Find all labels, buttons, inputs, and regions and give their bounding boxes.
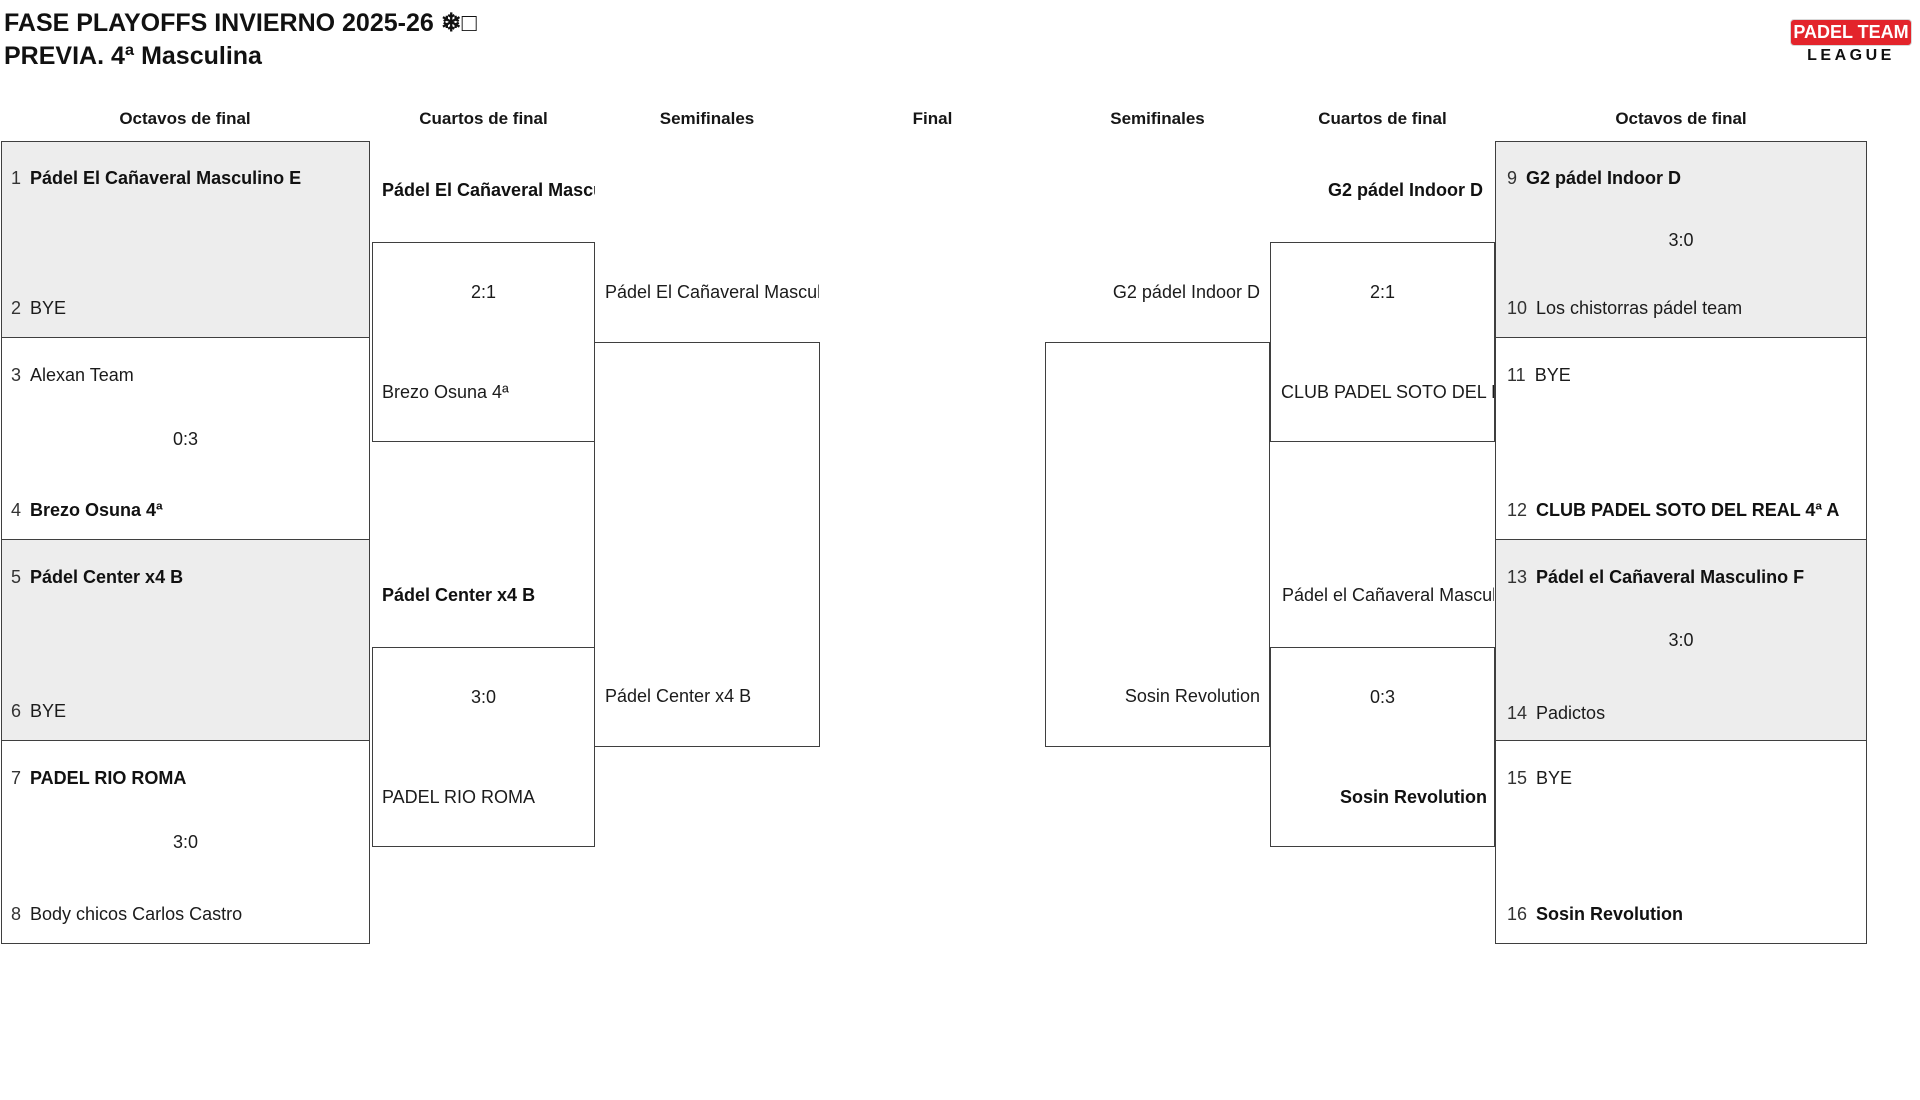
- seed-number: 4: [11, 500, 22, 520]
- cuartos-2-team2: PADEL RIO ROMA: [382, 787, 536, 807]
- logo-padel-team-label: PADEL TEAM: [1790, 19, 1912, 46]
- cuartos-1-team1: Pádel El Cañaveral Masculino E: [382, 180, 595, 200]
- bracket-entry-seed7: 7 PADEL RIO ROMA: [11, 767, 363, 789]
- semis-1-team2: Pádel Center x4 B: [605, 686, 752, 706]
- bracket-entry-seed8: 8 Body chicos Carlos Castro: [11, 903, 363, 925]
- seed-number: 1: [11, 168, 22, 188]
- team-name: PADEL RIO ROMA: [30, 768, 187, 788]
- match-score-cuartos-3: 2:1: [1369, 282, 1396, 302]
- bracket-entry-seed4: 4 Brezo Osuna 4ª: [11, 499, 363, 521]
- round-header-cuartos-right: Cuartos de final: [1318, 109, 1447, 128]
- match-score-cuartos-1: 2:1: [470, 282, 497, 302]
- match-box-cuartos-1: [372, 242, 595, 442]
- team-name: BYE: [1534, 365, 1571, 385]
- cuartos-3-team1: G2 pádel Indoor D: [1327, 180, 1483, 200]
- match-box-octavos-4: [1, 740, 370, 944]
- team-name: CLUB PADEL SOTO DEL REAL 4ª A: [1536, 500, 1840, 520]
- semis-2-team2: Sosin Revolution: [1124, 686, 1260, 706]
- seed-number: 12: [1507, 500, 1528, 520]
- bracket-entry-seed13: 13 Pádel el Cañaveral Masculino F: [1507, 566, 1861, 588]
- team-name: Pádel El Cañaveral Masculino E: [30, 168, 302, 188]
- seed-number: 13: [1507, 567, 1528, 587]
- match-box-octavos-6: [1495, 337, 1867, 540]
- bracket-entry-seed10: 10 Los chistorras pádel team: [1507, 297, 1861, 319]
- bracket-entry-seed3: 3 Alexan Team: [11, 364, 363, 386]
- cuartos-4-team2: Sosin Revolution: [1339, 787, 1487, 807]
- team-name: Alexan Team: [30, 365, 134, 385]
- seed-number: 5: [11, 567, 22, 587]
- cuartos-2-team1: Pádel Center x4 B: [382, 585, 536, 605]
- round-header-semis-right: Semifinales: [1110, 109, 1205, 128]
- match-score-octavos-5: 3:0: [1668, 230, 1694, 250]
- team-name: Padictos: [1536, 703, 1606, 723]
- match-box-cuartos-2: [372, 647, 595, 847]
- seed-number: 10: [1507, 298, 1528, 318]
- match-score-octavos-4: 3:0: [172, 832, 199, 852]
- round-header-octavos-right: Octavos de final: [1615, 109, 1747, 128]
- team-name: BYE: [30, 298, 67, 318]
- match-box-semis-1: [594, 342, 820, 747]
- seed-number: 11: [1507, 365, 1526, 385]
- page-subtitle: PREVIA. 4ª Masculina: [4, 42, 262, 70]
- team-name: BYE: [1536, 768, 1573, 788]
- bracket-entry-seed6: 6 BYE: [11, 700, 363, 722]
- match-score-cuartos-4: 0:3: [1369, 687, 1396, 707]
- logo-league-label: LEAGUE: [1807, 47, 1895, 64]
- match-box-octavos-7: [1495, 539, 1867, 741]
- semis-1-team1: Pádel El Cañaveral Masculino E: [605, 282, 819, 302]
- bracket-entry-seed11: 11 BYE: [1507, 364, 1861, 386]
- seed-number: 6: [11, 701, 22, 721]
- match-score-octavos-2: 0:3: [172, 429, 199, 449]
- cuartos-3-team2: CLUB PADEL SOTO DEL REAL 4ª A: [1281, 382, 1494, 402]
- bracket-entry-seed16: 16 Sosin Revolution: [1507, 903, 1861, 925]
- team-name: Pádel el Cañaveral Masculino F: [1536, 567, 1805, 587]
- seed-number: 8: [11, 904, 22, 924]
- seed-number: 2: [11, 298, 22, 318]
- page-title: FASE PLAYOFFS INVIERNO 2025-26 ❄□: [4, 9, 477, 37]
- seed-number: 14: [1507, 703, 1528, 723]
- bracket-entry-seed14: 14 Padictos: [1507, 702, 1861, 724]
- bracket-entry-seed1: 1 Pádel El Cañaveral Masculino E: [11, 167, 363, 189]
- match-box-cuartos-4: [1270, 647, 1495, 847]
- team-name: G2 pádel Indoor D: [1526, 168, 1682, 188]
- match-score-octavos-7: 3:0: [1668, 630, 1694, 650]
- round-header-semis-left: Semifinales: [659, 109, 755, 128]
- round-header-final: Final: [912, 109, 953, 128]
- match-box-octavos-5: [1495, 141, 1867, 338]
- seed-number: 9: [1507, 168, 1518, 188]
- semis-2-team1: G2 pádel Indoor D: [1112, 282, 1260, 302]
- round-header-octavos-left: Octavos de final: [119, 109, 251, 128]
- match-score-cuartos-2: 3:0: [470, 687, 497, 707]
- team-name: BYE: [30, 701, 67, 721]
- team-name: Body chicos Carlos Castro: [30, 904, 243, 924]
- bracket-entry-seed9: 9 G2 pádel Indoor D: [1507, 167, 1861, 189]
- match-box-octavos-8: [1495, 740, 1867, 944]
- padel-team-league-logo: PADEL TEAM LEAGUE: [1790, 19, 1912, 64]
- seed-number: 15: [1507, 768, 1528, 788]
- cuartos-4-team1: Pádel el Cañaveral Masculino F: [1282, 585, 1494, 605]
- cuartos-1-team2: Brezo Osuna 4ª: [382, 382, 509, 402]
- seed-number: 16: [1507, 904, 1528, 924]
- bracket-entry-seed15: 15 BYE: [1507, 767, 1861, 789]
- bracket-entry-seed5: 5 Pádel Center x4 B: [11, 566, 363, 588]
- match-box-cuartos-3: [1270, 242, 1495, 442]
- match-box-octavos-2: [1, 337, 370, 540]
- team-name: Brezo Osuna 4ª: [30, 500, 163, 520]
- round-header-cuartos-left: Cuartos de final: [419, 109, 548, 128]
- team-name: Pádel Center x4 B: [30, 567, 184, 587]
- bracket-entry-seed2: 2 BYE: [11, 297, 363, 319]
- team-name: Los chistorras pádel team: [1536, 298, 1743, 318]
- match-box-octavos-1: [1, 141, 370, 338]
- seed-number: 7: [11, 768, 22, 788]
- seed-number: 3: [11, 365, 22, 385]
- bracket-entry-seed12: 12 CLUB PADEL SOTO DEL REAL 4ª A: [1507, 499, 1861, 521]
- team-name: Sosin Revolution: [1536, 904, 1684, 924]
- match-box-semis-2: [1045, 342, 1270, 747]
